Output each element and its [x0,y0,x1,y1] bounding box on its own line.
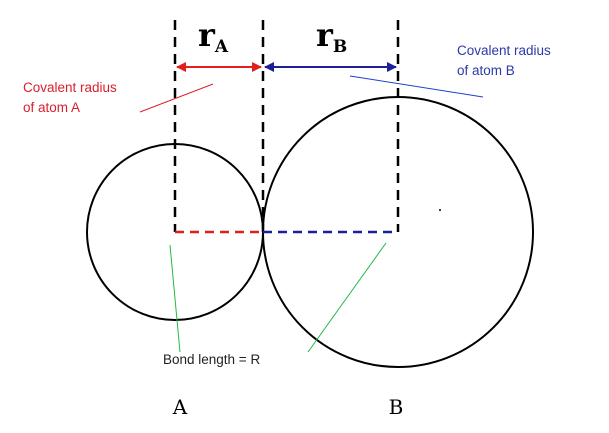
radius-a-label: rA [198,16,229,57]
covalent-b-line1: Covalent radius [457,43,551,58]
radius-b-label: rB [316,16,347,57]
radius-b-subscript: B [333,37,347,57]
atom-b-label: B [389,395,404,419]
atom-a-label: A [172,395,188,419]
pointer-bond-a [169,244,181,353]
covalent-a-line2: of atom A [23,100,80,115]
radius-b-symbol: r [316,16,334,54]
pointer-bond-b [307,242,387,353]
atom-b-speck [439,209,441,211]
radius-a-subscript: A [214,37,229,57]
pointer-covalent-a [139,83,214,113]
pointer-covalent-b [349,75,484,98]
radius-a-symbol: r [198,16,216,54]
bond-length-label: Bond length = R [163,352,260,367]
covalent-b-line2: of atom B [457,63,515,78]
covalent-a-line1: Covalent radius [23,80,117,95]
